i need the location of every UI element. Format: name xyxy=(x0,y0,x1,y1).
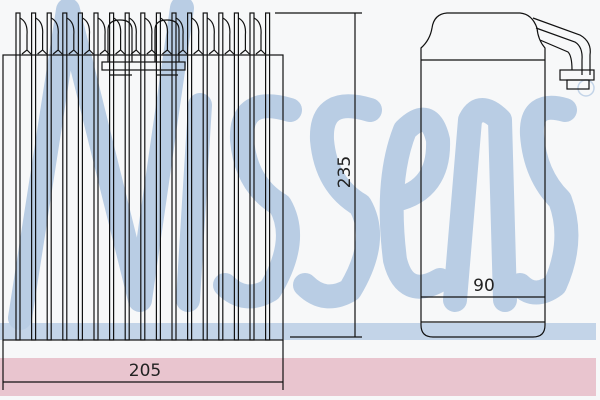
fin-tube xyxy=(77,12,84,341)
depth-label: 90 xyxy=(473,276,495,296)
height-label: 235 xyxy=(335,156,355,188)
registered-mark-icon xyxy=(577,79,595,97)
pink-band xyxy=(0,358,596,396)
nissens-watermark-logo xyxy=(8,0,595,330)
side-view xyxy=(420,12,595,338)
fin-fold xyxy=(238,17,250,55)
blue-band xyxy=(0,323,596,340)
fin-tube xyxy=(218,12,224,341)
fin-fold xyxy=(222,17,235,55)
fin-fold xyxy=(144,17,157,55)
fin-tube xyxy=(233,12,239,341)
dimension-width xyxy=(2,340,284,390)
fin-fold xyxy=(19,17,32,55)
fin-tube xyxy=(124,12,130,341)
fin-tube xyxy=(46,12,52,341)
fin-tube xyxy=(202,12,208,341)
fin-fold xyxy=(66,17,79,55)
fin-tube xyxy=(171,12,177,341)
fin-tube xyxy=(265,12,271,341)
fin-tube xyxy=(140,12,146,341)
fin-tube xyxy=(15,12,21,341)
fin-fold xyxy=(35,17,48,55)
fin-fold xyxy=(82,17,94,55)
fin-tube xyxy=(93,12,99,341)
fin-tube xyxy=(31,12,37,341)
fin-fold xyxy=(160,17,172,55)
fin-fold xyxy=(97,17,110,55)
dimension-height xyxy=(275,12,362,338)
fin-tube xyxy=(155,12,161,341)
fin-tube xyxy=(187,12,193,341)
fin-fold xyxy=(206,17,219,55)
width-label: 205 xyxy=(129,361,161,381)
fin-fold xyxy=(128,17,141,55)
fin-tube xyxy=(249,12,255,341)
fin-tube xyxy=(108,12,115,341)
fin-fold xyxy=(175,17,188,55)
pipe-connectors xyxy=(101,19,186,76)
front-view xyxy=(2,12,284,341)
fin-fold xyxy=(113,17,126,55)
fin-fold xyxy=(50,17,63,55)
fin-fold xyxy=(253,17,266,55)
fin-tube xyxy=(62,12,68,341)
fin-fold xyxy=(191,17,204,55)
